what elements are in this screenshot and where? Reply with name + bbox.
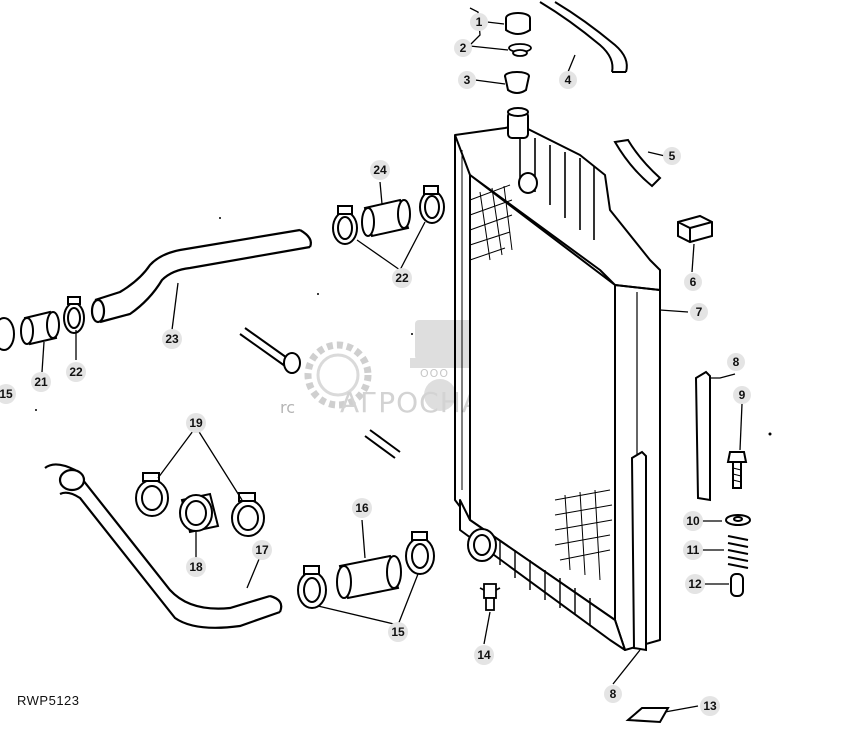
svg-text:22: 22 (69, 365, 83, 379)
callout-14: 14 (474, 645, 494, 665)
hose-clamps-lower (297, 531, 435, 609)
svg-text:11: 11 (687, 543, 700, 557)
svg-text:2: 2 (460, 41, 467, 55)
callout-7: 7 (690, 303, 708, 321)
side-seal-strip-upper (694, 370, 711, 502)
svg-text:17: 17 (255, 543, 269, 557)
callout-5: 5 (663, 147, 681, 165)
svg-text:7: 7 (696, 305, 703, 319)
callout-15-left: 15 (0, 384, 16, 404)
callout-18: 18 (186, 557, 206, 577)
drain-valve (479, 583, 501, 611)
svg-text:5: 5 (669, 149, 676, 163)
svg-text:15: 15 (0, 387, 13, 401)
upper-hose-short (361, 198, 411, 238)
callout-16: 16 (352, 498, 372, 518)
callout-10: 10 (683, 511, 703, 531)
callout-2: 2 (454, 39, 472, 57)
svg-text:15: 15 (391, 625, 405, 639)
washer (725, 514, 751, 526)
watermark-gear-icon (304, 341, 372, 409)
callout-21: 21 (31, 372, 51, 392)
figure-reference-code: RWP5123 (17, 693, 80, 708)
callout-8-lower: 8 (604, 685, 622, 703)
sleeve (730, 573, 744, 597)
watermark-fragment: rc (280, 398, 295, 417)
callout-15-bottom: 15 (388, 622, 408, 642)
svg-text:13: 13 (703, 699, 717, 713)
svg-text:3: 3 (464, 73, 471, 87)
svg-text:22: 22 (395, 271, 409, 285)
callout-23: 23 (162, 329, 182, 349)
svg-text:1: 1 (476, 15, 483, 29)
filler-neck-adapter (504, 71, 530, 94)
baffle-seal (613, 138, 662, 188)
hose-clamps-middle (135, 472, 265, 537)
svg-text:23: 23 (165, 332, 179, 346)
callout-13: 13 (700, 696, 720, 716)
diagonal-rod (239, 327, 401, 459)
callout-19: 19 (186, 413, 206, 433)
callout-11: 11 (683, 540, 703, 560)
radiator-core-mesh (469, 184, 613, 581)
radiator-core (454, 107, 661, 651)
svg-text:18: 18 (189, 560, 203, 574)
svg-text:21: 21 (34, 375, 48, 389)
hose-clamps-upper (332, 185, 445, 245)
lower-hose (44, 463, 283, 629)
callout-4: 4 (559, 71, 577, 89)
callout-17: 17 (252, 540, 272, 560)
overflow-hose (539, 1, 628, 73)
callout-6: 6 (684, 273, 702, 291)
svg-text:10: 10 (686, 514, 700, 528)
callout-24: 24 (370, 160, 390, 180)
callout-9: 9 (733, 386, 751, 404)
hose-connector-middle (179, 492, 220, 534)
svg-text:24: 24 (373, 163, 387, 177)
callout-22-left: 22 (66, 362, 86, 382)
svg-text:6: 6 (690, 275, 697, 289)
svg-text:16: 16 (355, 501, 369, 515)
mounting-plate (625, 707, 670, 724)
svg-text:19: 19 (189, 416, 203, 430)
svg-text:8: 8 (733, 355, 740, 369)
upper-hose (90, 228, 312, 324)
svg-text:4: 4 (565, 73, 572, 87)
callout-12: 12 (685, 574, 705, 594)
svg-text:9: 9 (739, 388, 746, 402)
spring (727, 535, 749, 569)
radiator-cap (505, 12, 531, 35)
svg-text:12: 12 (688, 577, 702, 591)
side-seal-strip-lower (630, 450, 647, 652)
stray-marks (35, 217, 772, 436)
mounting-bolt (726, 451, 748, 489)
callout-22-top: 22 (392, 268, 412, 288)
svg-text:8: 8 (610, 687, 617, 701)
cap-gasket (508, 43, 532, 57)
callout-3: 3 (458, 71, 476, 89)
watermark-prefix: ООО (420, 367, 449, 380)
callouts: 1 2 3 4 5 6 7 8 8 9 10 11 12 13 14 15 15… (0, 13, 751, 716)
callout-1: 1 (470, 13, 488, 31)
svg-text:14: 14 (477, 648, 491, 662)
lower-hose-short (336, 554, 402, 600)
rubber-pad (677, 214, 713, 244)
callout-8-upper: 8 (727, 353, 745, 371)
hose-connector-left (0, 296, 85, 351)
